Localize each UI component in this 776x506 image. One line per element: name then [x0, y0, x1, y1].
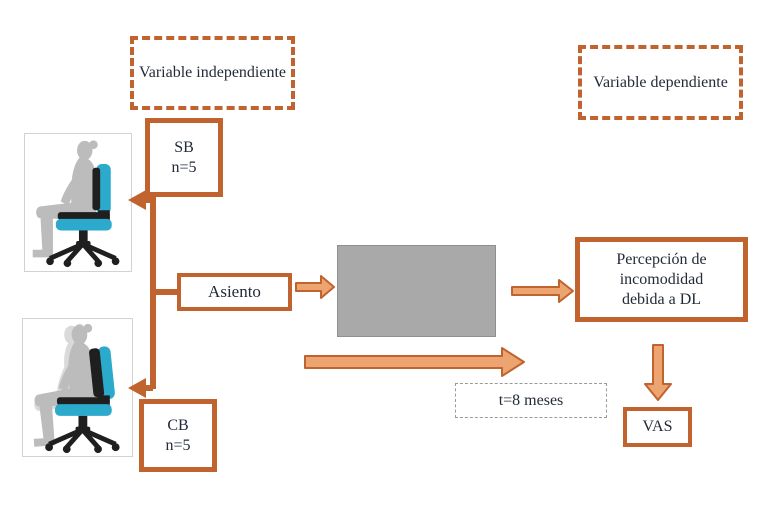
cb-group-n: n=5 — [165, 436, 191, 454]
sb-group-n: n=5 — [171, 158, 197, 176]
arrow-timeline-icon — [304, 347, 525, 377]
seated-person-reclined-chair-icon — [33, 323, 120, 454]
variable-dependiente-label: Variable dependiente — [593, 73, 728, 91]
cb-group-label: CB — [167, 416, 189, 434]
variable-dependiente-box: Variable dependiente — [578, 45, 743, 120]
cb-chair-image — [22, 318, 133, 457]
sb-group-label: SB — [174, 138, 194, 156]
percepcion-label: Percepción de incomodidad debida a DL — [616, 250, 707, 308]
percepcion-box: Percepción de incomodidad debida a DL — [575, 237, 748, 322]
seated-person-chair-icon — [32, 140, 120, 268]
sb-chair-image — [24, 133, 132, 272]
vas-label: VAS — [642, 418, 673, 435]
vas-box: VAS — [623, 407, 692, 447]
arrow-asiento-to-intervention-icon — [295, 275, 335, 299]
duration-box: t=8 meses — [455, 383, 607, 418]
asiento-label: Asiento — [208, 282, 261, 302]
asiento-box: Asiento — [177, 273, 292, 311]
arrow-percepcion-to-vas-icon — [644, 344, 672, 401]
variable-independiente-label: Variable independiente — [138, 64, 287, 81]
sb-group-box: SB n=5 — [145, 118, 223, 197]
variable-independiente-box: Variable independiente — [130, 36, 295, 110]
duration-label: t=8 meses — [498, 391, 564, 409]
connector-line — [141, 197, 177, 391]
arrow-intervention-to-percepcion-icon — [511, 279, 574, 303]
intervention-gray-box — [337, 245, 496, 337]
cb-group-box: CB n=5 — [139, 399, 217, 472]
